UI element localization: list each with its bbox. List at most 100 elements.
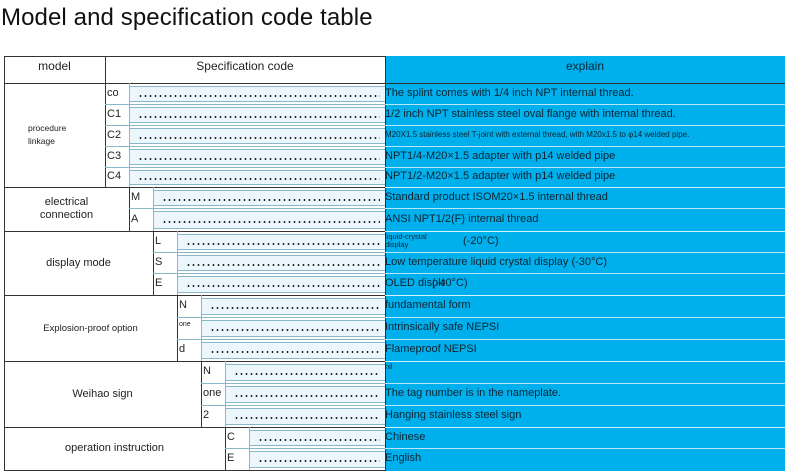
header-divider [4,83,785,84]
explain-row-divider [385,317,785,318]
explanation-text: Standard product ISOM20×1.5 internal thr… [385,190,608,203]
spec-code: C [227,430,235,443]
explain-group-divider [385,295,785,296]
group-code-divider [129,187,130,231]
spec-code: one [203,387,222,399]
explain-group-divider [385,187,785,188]
spec-code: S [155,255,163,268]
spec-code: A [131,212,139,225]
explain-row-divider [385,208,785,209]
group-divider [4,361,385,362]
model-column-divider [105,56,106,83]
explain-row-divider [385,273,785,274]
group-gap-divider [201,295,202,361]
spec-code: L [155,234,162,247]
dot-leader [138,178,380,180]
group-divider [4,295,385,296]
explain-row-divider [385,125,785,126]
dotted-leader-cell [154,190,385,206]
row-divider [153,273,385,274]
explanation-text: Chinese [385,430,426,443]
dot-leader [162,198,380,201]
row-divider [201,383,385,384]
group-gap-divider [225,361,226,427]
dotted-leader-cell [130,149,385,165]
explain-row-divider [385,252,785,253]
group-label: procedure linkage [28,123,67,146]
dotted-leader-cell [226,408,385,425]
header-explain: explain [565,59,605,73]
dotted-leader-cell [202,342,385,359]
group-gap-divider [129,83,130,187]
explanation-text: The splint comes with 1/4 inch NPT inter… [385,86,634,99]
dotted-leader-cell [202,298,385,315]
header-specification-code: Specification code [196,59,294,73]
explanation-text: OLED display [385,277,445,289]
page-title: Model and specification code table [1,4,373,31]
row-divider [225,448,385,449]
explanation-text: Intrinsically safe NEPSI [385,321,500,333]
spec-code: E [227,452,235,464]
group-label: Explosion-proof option [43,322,138,334]
row-divider [105,146,385,147]
spec-code: 2 [203,409,210,421]
spec-code: N [203,365,211,377]
spec-code: co [107,86,119,99]
group-label: Weihao sign [72,387,133,400]
dotted-leader-cell [178,276,385,293]
explanation-text: English [385,452,422,464]
dotted-leader-cell [130,86,385,102]
dot-leader [186,263,380,266]
spec-code: C1 [107,107,122,120]
explain-row-divider [385,167,785,168]
dot-leader [162,220,380,223]
explanation-text: fundamental form [385,299,471,311]
spec-code: M [131,190,141,203]
row-divider [105,104,385,105]
dotted-leader-cell [154,211,385,229]
dotted-leader-cell [226,364,385,381]
dotted-leader-cell [178,255,385,271]
group-code-divider [201,361,202,427]
row-divider [129,208,385,209]
group-divider [4,187,385,188]
dot-leader [210,329,380,331]
group-code-divider [153,231,154,295]
dot-leader [234,373,380,375]
explanation-text: M20X1.5 stainless steel T-joint with ext… [385,129,690,139]
dotted-leader-cell [178,234,385,250]
group-label: operation instruction [64,442,165,454]
dotted-leader-cell [250,430,385,446]
dotted-leader-cell [226,386,385,403]
dotted-leader-cell [130,128,385,144]
dot-leader [186,285,380,287]
explanation-text: Hanging stainless steel sign [385,409,522,421]
spec-code: C2 [107,128,122,141]
row-divider [105,167,385,168]
group-label: display mode [46,256,111,269]
spec-code: d [179,343,186,355]
explanation-text: nil [385,363,393,371]
group-gap-divider [153,187,154,231]
dot-leader [186,242,380,245]
dot-leader [210,351,380,353]
group-divider [4,427,385,428]
explain-group-divider [385,231,785,232]
explain-row-divider [385,339,785,340]
explain-row-divider [385,405,785,406]
row-divider [177,339,385,340]
spec-code: E [155,277,163,289]
explanation-text: NPT1/2-M20×1.5 adapter with p14 welded p… [385,170,616,182]
row-divider [201,405,385,406]
explain-row-divider [385,448,785,449]
explanation-text: NPT1/4-M20×1.5 adapter with p14 welded p… [385,149,616,162]
explain-group-divider [385,427,785,428]
explain-row-divider [385,146,785,147]
row-divider [105,125,385,126]
dotted-leader-cell [250,451,385,468]
group-divider [4,470,385,471]
dotted-leader-cell [130,170,385,185]
group-label: electrical connection [39,196,94,221]
explain-row-divider [385,383,785,384]
dot-leader [210,307,380,309]
